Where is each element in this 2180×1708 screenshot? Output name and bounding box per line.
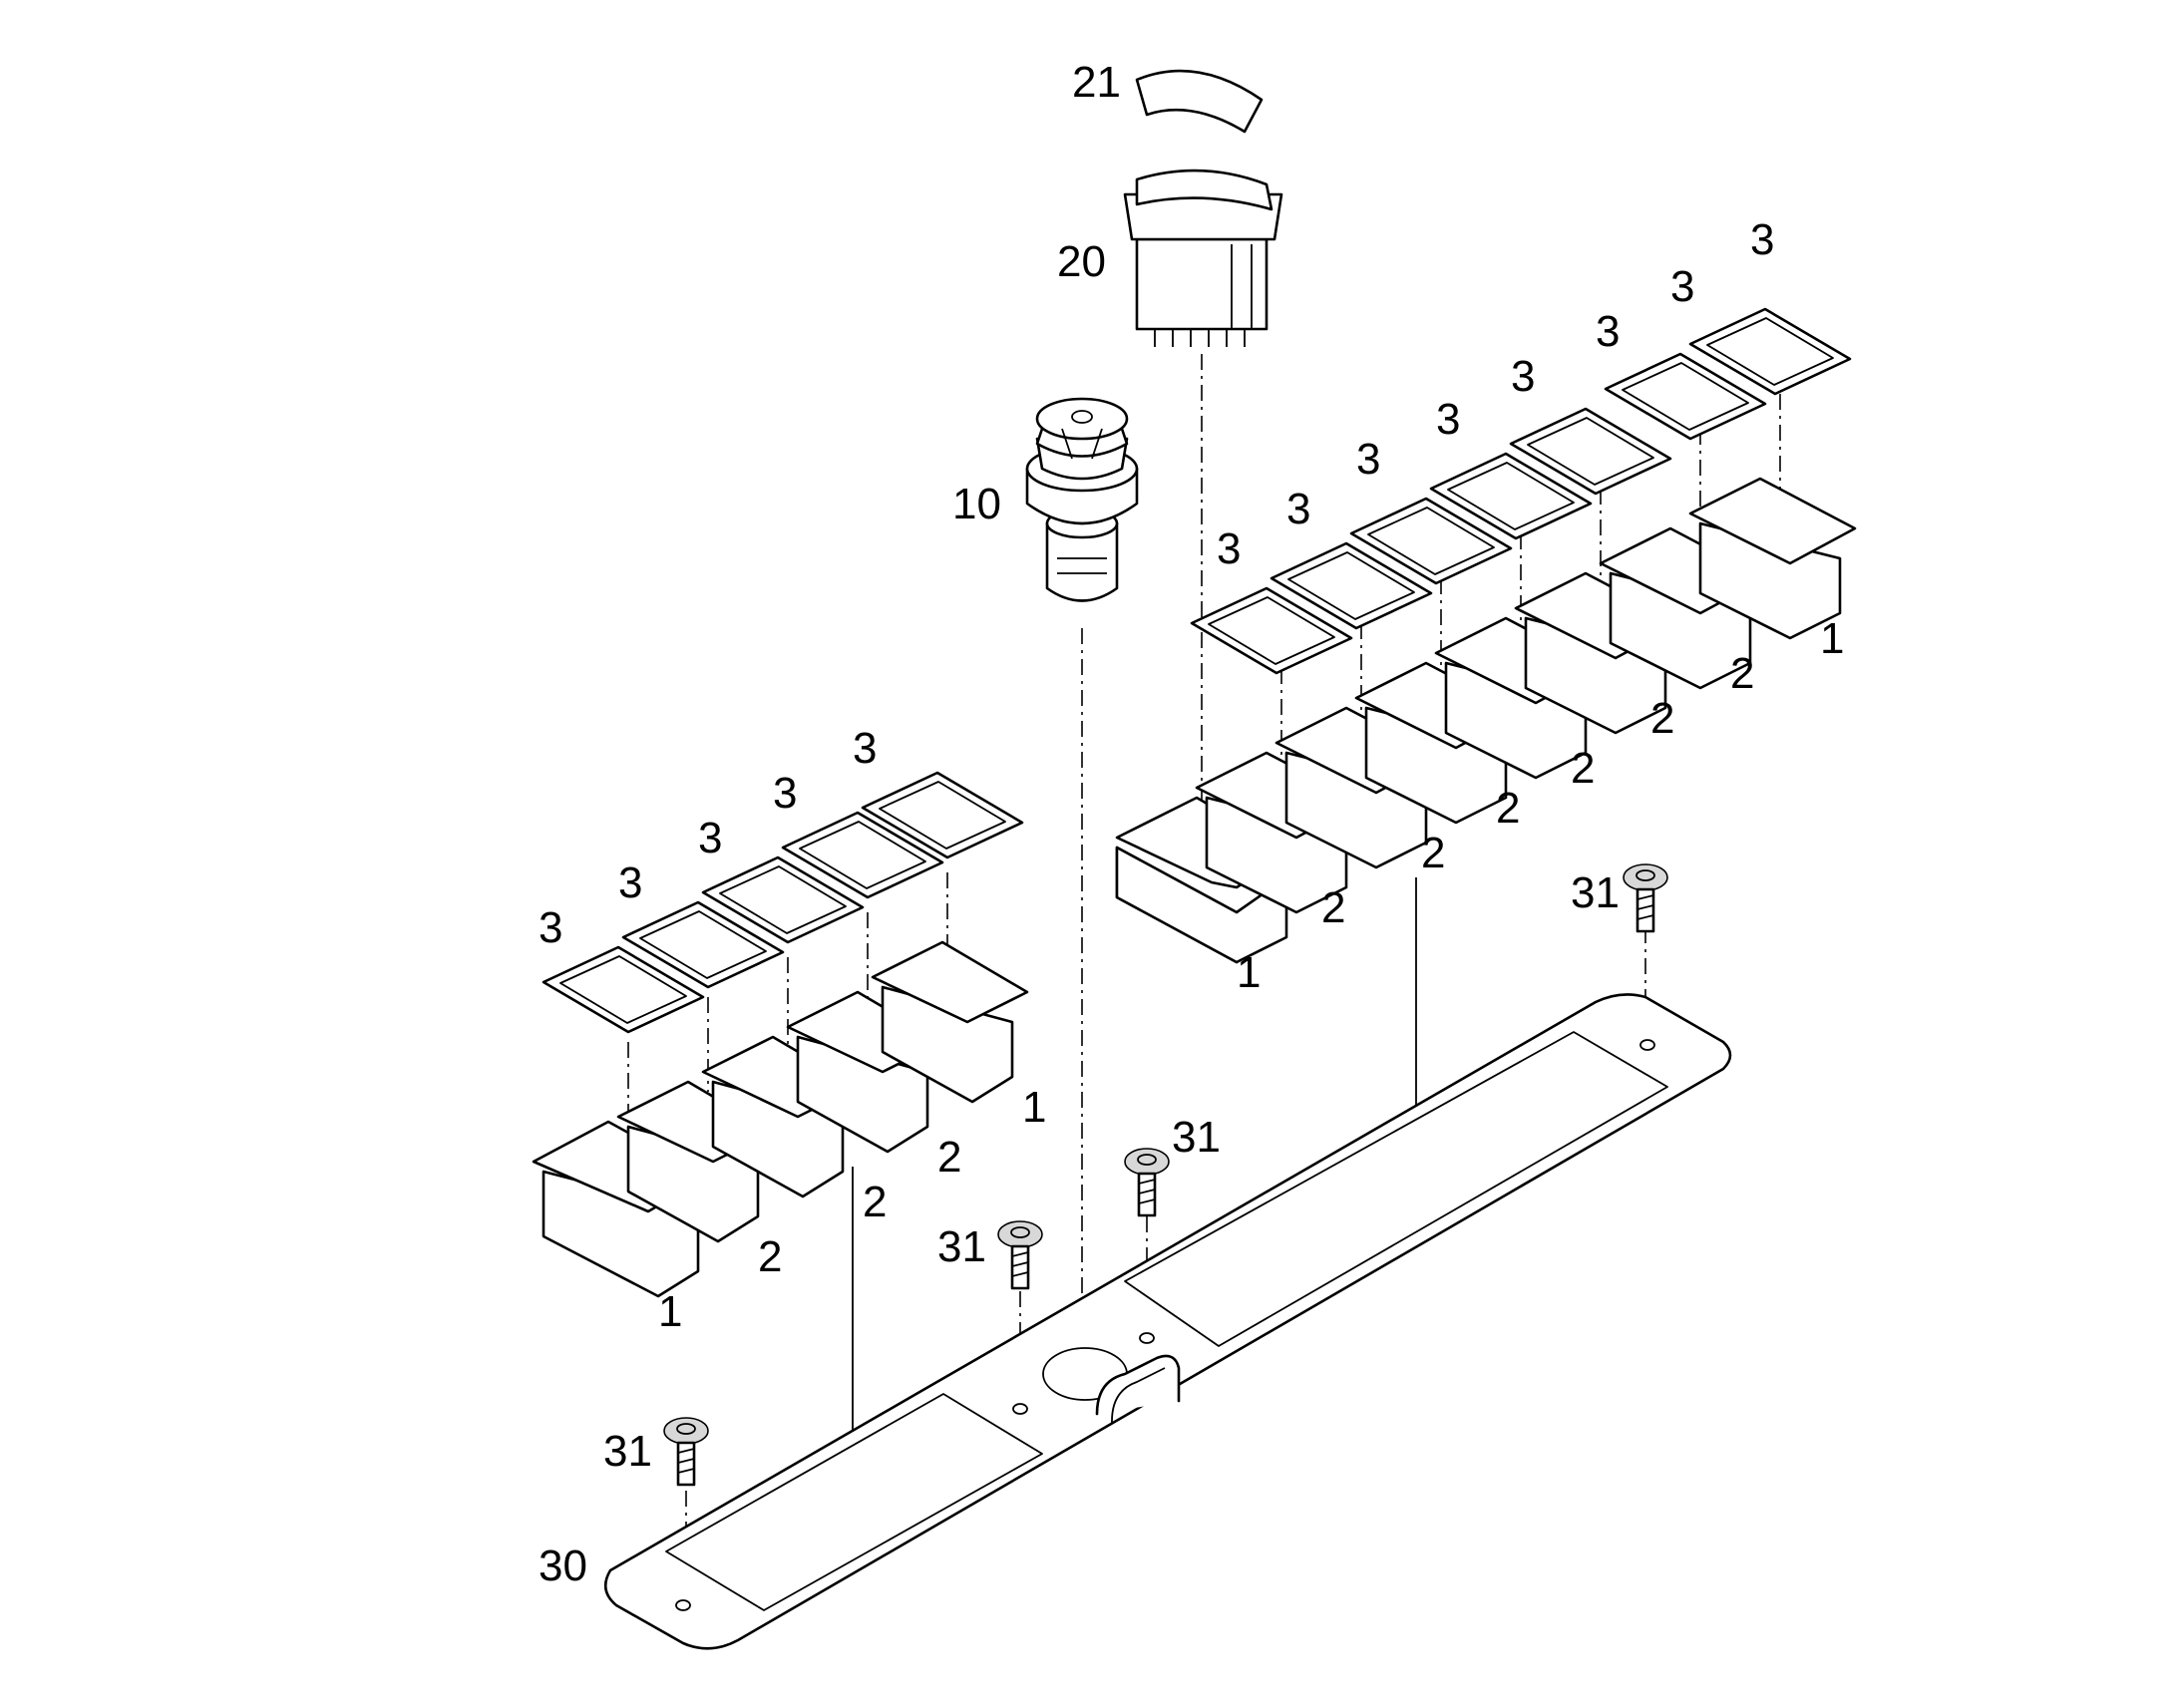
left-cap-1 [542, 945, 705, 1034]
screw-3 [1124, 1148, 1170, 1217]
callout-labels: 21 20 10 30 31 31 31 31 3 3 3 3 3 3 3 3 … [539, 58, 1844, 1590]
callout-2: 2 [758, 1232, 782, 1281]
callout-3: 3 [1750, 215, 1774, 264]
callout-2: 2 [1730, 649, 1754, 698]
right-cap-4 [1429, 452, 1593, 540]
right-cap-6 [1604, 352, 1767, 441]
callout-2: 2 [1571, 744, 1595, 793]
screw-1 [663, 1417, 709, 1487]
screw-group [663, 863, 1668, 1487]
callout-31-a: 31 [603, 1427, 652, 1476]
base-plate [603, 993, 1732, 1650]
callout-1: 1 [1820, 614, 1844, 663]
left-cap-4 [781, 811, 944, 899]
callout-2: 2 [1650, 694, 1674, 743]
rotary-knob [1025, 397, 1139, 602]
callout-21: 21 [1072, 58, 1121, 107]
callout-10: 10 [952, 480, 1001, 528]
callout-3: 3 [1356, 435, 1380, 484]
callout-3: 3 [853, 724, 877, 773]
callout-1: 1 [1022, 1083, 1046, 1132]
screw-4 [1623, 863, 1668, 933]
callout-3: 3 [1286, 485, 1310, 533]
left-caps [542, 771, 1024, 1034]
callout-30: 30 [539, 1541, 587, 1590]
callout-1: 1 [1237, 948, 1261, 997]
right-cap-7 [1688, 307, 1852, 396]
callout-31-c: 31 [1172, 1113, 1221, 1162]
right-cap-3 [1349, 497, 1513, 585]
right-covers [1115, 477, 1857, 964]
callout-2: 2 [1496, 784, 1520, 833]
callout-3: 3 [1670, 262, 1694, 311]
right-cap-1 [1190, 586, 1353, 675]
right-caps [1190, 307, 1852, 675]
callout-2: 2 [1321, 883, 1345, 932]
left-cap-3 [701, 855, 865, 944]
callout-2: 2 [863, 1178, 887, 1226]
switch-lens [1135, 69, 1264, 134]
left-cap-2 [621, 900, 785, 989]
callout-3: 3 [539, 903, 562, 952]
callout-31-b: 31 [937, 1222, 986, 1271]
right-cap-2 [1270, 541, 1433, 630]
callout-2: 2 [1421, 829, 1445, 877]
callout-1: 1 [658, 1287, 682, 1336]
left-covers [532, 940, 1029, 1298]
callout-3: 3 [698, 814, 722, 862]
callout-20: 20 [1057, 237, 1106, 286]
callout-3: 3 [618, 858, 642, 907]
screw-2 [997, 1220, 1043, 1290]
callout-2: 2 [937, 1133, 961, 1182]
left-cap-5 [861, 771, 1024, 859]
left-cover-5 [871, 940, 1029, 1104]
right-cover-8 [1688, 477, 1857, 640]
callout-3: 3 [1511, 352, 1535, 401]
callout-3: 3 [773, 769, 797, 818]
rocker-switch [1123, 169, 1283, 347]
callout-3: 3 [1596, 307, 1620, 356]
callout-3: 3 [1217, 524, 1241, 573]
callout-31-d: 31 [1571, 868, 1620, 917]
assembly-lines [627, 354, 1781, 1605]
right-cap-5 [1509, 407, 1672, 496]
callout-3: 3 [1436, 395, 1460, 444]
